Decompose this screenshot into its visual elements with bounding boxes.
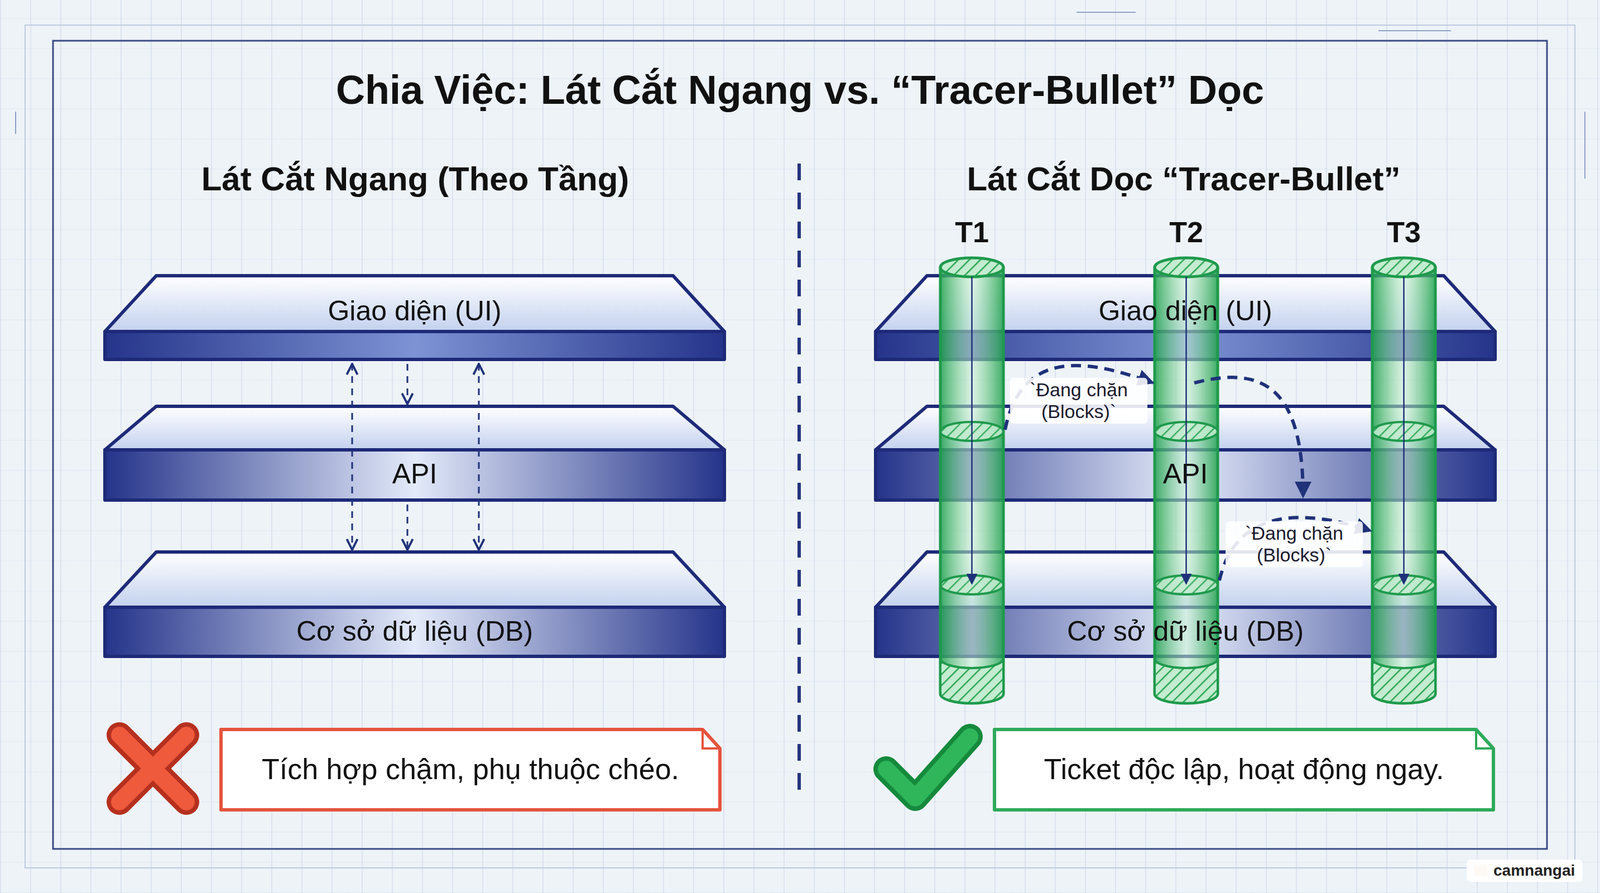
dependency-curve — [1194, 377, 1304, 497]
slab-face — [104, 406, 725, 450]
cross-mark — [119, 734, 187, 802]
watermark: camnangai — [1466, 859, 1583, 882]
dimension-mark — [1378, 30, 1451, 32]
slab-face — [875, 275, 1496, 332]
slab-face — [875, 406, 1496, 450]
inner-frame — [53, 40, 1547, 849]
edge-label: `Đang chặn (Blocks)` — [1010, 377, 1148, 424]
node-shape — [938, 212, 1006, 704]
layer-name: Cơ sở dữ liệu (DB) — [104, 615, 725, 648]
layer-name: Giao diện (UI) — [875, 295, 1496, 328]
ticket-cylinder: T3 — [1370, 212, 1438, 704]
blocking-arrow — [1005, 365, 1153, 430]
cross-stroke — [119, 734, 187, 802]
note-fold — [1476, 729, 1494, 749]
check-mark — [886, 736, 970, 799]
edge-label: `Đang chặn (Blocks)` — [1225, 521, 1363, 568]
dimension-mark — [15, 111, 17, 134]
hatched-base — [1154, 658, 1218, 704]
divider-line — [797, 163, 801, 796]
ticket-label: T1 — [916, 215, 1028, 250]
slab-face — [104, 275, 725, 332]
slab-band — [875, 449, 1496, 501]
note-box: Tích hợp chậm, phụ thuộc chéo. — [219, 727, 722, 812]
note-text: Tích hợp chậm, phụ thuộc chéo. — [224, 752, 717, 787]
dependency-arrow — [406, 504, 409, 550]
layer-slab: Giao diện (UI) — [104, 275, 725, 360]
layer-slab: Cơ sở dữ liệu (DB) — [104, 551, 725, 657]
flow-arrow — [1402, 276, 1405, 584]
cross-stroke — [119, 734, 187, 802]
hatched-base — [1372, 658, 1436, 704]
cylinder-top — [1154, 257, 1218, 277]
slab-band — [104, 607, 725, 657]
layer-slab: API — [104, 406, 725, 501]
cross-stroke — [119, 734, 187, 802]
ticket-label: T2 — [1130, 215, 1242, 250]
diagram-title: Chia Việc: Lát Cắt Ngang vs. “Tracer-Bul… — [0, 66, 1600, 114]
slab-face — [104, 551, 725, 608]
outer-frame — [25, 25, 1575, 868]
dependency-arrow — [478, 363, 480, 550]
slab-band — [104, 449, 725, 501]
dimension-mark — [1076, 11, 1136, 13]
flow-arrow — [971, 276, 973, 584]
dependency-arrow — [351, 363, 354, 550]
check-stroke — [886, 736, 970, 799]
dependency-arrow — [406, 363, 409, 405]
ticket-cylinder: T1 — [938, 212, 1006, 704]
slab-band — [875, 331, 1496, 360]
note-fold — [702, 729, 720, 749]
check-stroke — [886, 736, 970, 799]
slab-band — [104, 331, 725, 360]
note-outline — [220, 729, 720, 810]
note-box: Ticket độc lập, hoạt động ngay. — [992, 727, 1496, 812]
slab-face — [875, 551, 1496, 608]
layer-name: API — [104, 458, 725, 491]
ticket-label: T3 — [1348, 215, 1460, 250]
layer-name: API — [875, 458, 1496, 491]
note-text: Ticket độc lập, hoạt động ngay. — [998, 752, 1490, 787]
hatched-base — [940, 658, 1004, 704]
layer-name: Cơ sở dữ liệu (DB) — [875, 615, 1496, 648]
cylinder-top — [1372, 257, 1436, 277]
section-heading: Lát Cắt Ngang (Theo Tầng) — [80, 159, 751, 199]
cylinder-top — [940, 257, 1004, 277]
layer-name: Giao diện (UI) — [104, 295, 725, 328]
cylinder-body — [940, 267, 1004, 704]
node-shape — [1370, 212, 1438, 704]
cylinder-body — [1372, 267, 1436, 704]
note-outline — [994, 729, 1494, 810]
cross-stroke — [119, 734, 187, 802]
blocking-arrow — [1219, 517, 1371, 581]
section-heading: Lát Cắt Dọc “Tracer-Bullet” — [848, 159, 1519, 199]
dimension-mark — [1584, 111, 1586, 179]
slab-band — [875, 607, 1496, 657]
